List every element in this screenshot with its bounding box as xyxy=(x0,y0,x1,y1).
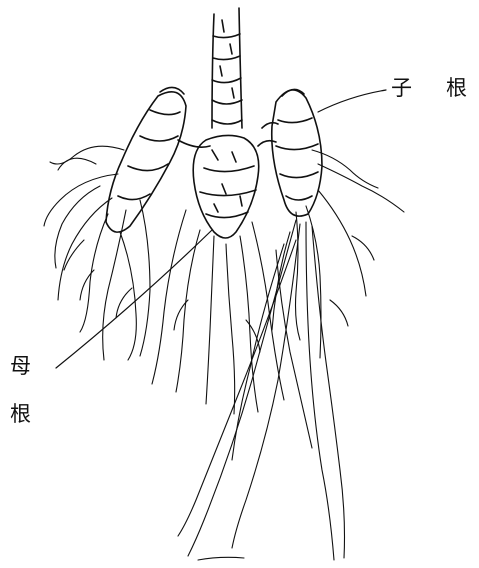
mother-root-label-char-2: 根 xyxy=(10,404,31,425)
right-daughter-tuber xyxy=(258,89,322,216)
child-root-leader-line xyxy=(318,90,386,112)
child-root-label-char-2: 根 xyxy=(446,78,467,99)
label-leader-lines xyxy=(56,90,386,368)
mother-root-label-char-1: 母 xyxy=(10,356,31,377)
child-root-label-char-1: 子 xyxy=(391,78,412,99)
fibrous-roots xyxy=(44,146,404,560)
stem xyxy=(212,8,242,128)
mother-root-tuber xyxy=(193,135,259,238)
